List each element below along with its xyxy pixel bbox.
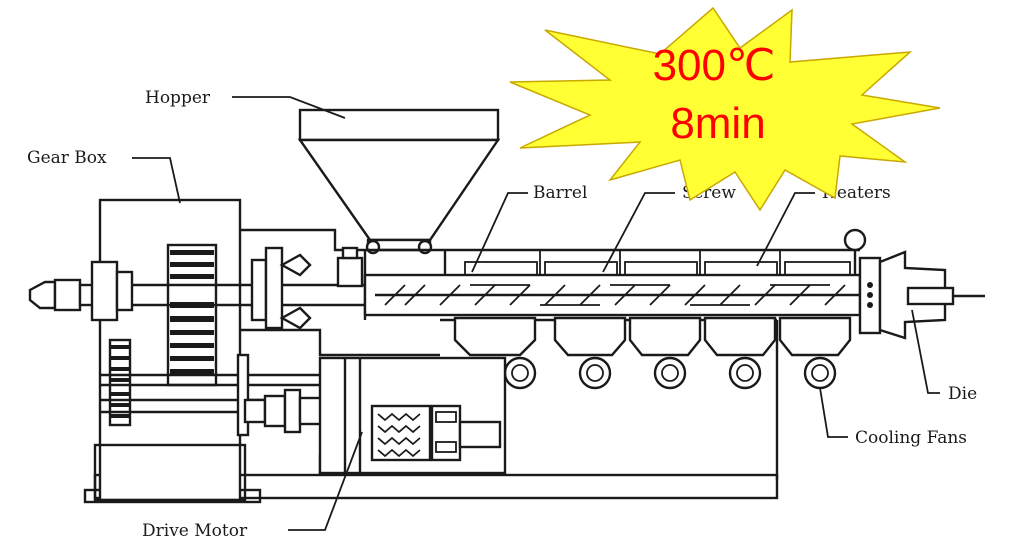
label-barrel: Barrel [533, 183, 587, 203]
starburst-shape [509, 6, 941, 212]
cooling-fan [703, 316, 777, 390]
label-drive-motor: Drive Motor [142, 521, 248, 538]
cooling-fan [553, 316, 627, 390]
input-shaft [28, 246, 375, 330]
screw [375, 284, 865, 306]
label-hopper: Hopper [145, 88, 211, 108]
small-gear-teeth [111, 345, 129, 418]
burst-time: 8min [670, 99, 765, 148]
label-die: Die [948, 384, 977, 404]
temperature-time-burst: 300℃ 8min [509, 6, 941, 212]
label-heaters: Heaters [822, 183, 891, 203]
hopper [297, 108, 501, 255]
cooling-fan [453, 316, 537, 390]
label-gear-box: Gear Box [27, 148, 107, 168]
cooling-fan [628, 316, 702, 390]
label-cooling-fans: Cooling Fans [855, 428, 967, 448]
cooling-fan [778, 316, 852, 390]
barrel [363, 248, 862, 317]
cooling-fans [453, 316, 852, 390]
pressure-gauge [843, 228, 867, 275]
drive-motor [243, 356, 507, 475]
die [858, 250, 985, 340]
gear-box [93, 198, 320, 502]
heaters [464, 250, 851, 276]
burst-temperature: 300℃ [653, 41, 776, 90]
leader-lines [132, 96, 940, 531]
